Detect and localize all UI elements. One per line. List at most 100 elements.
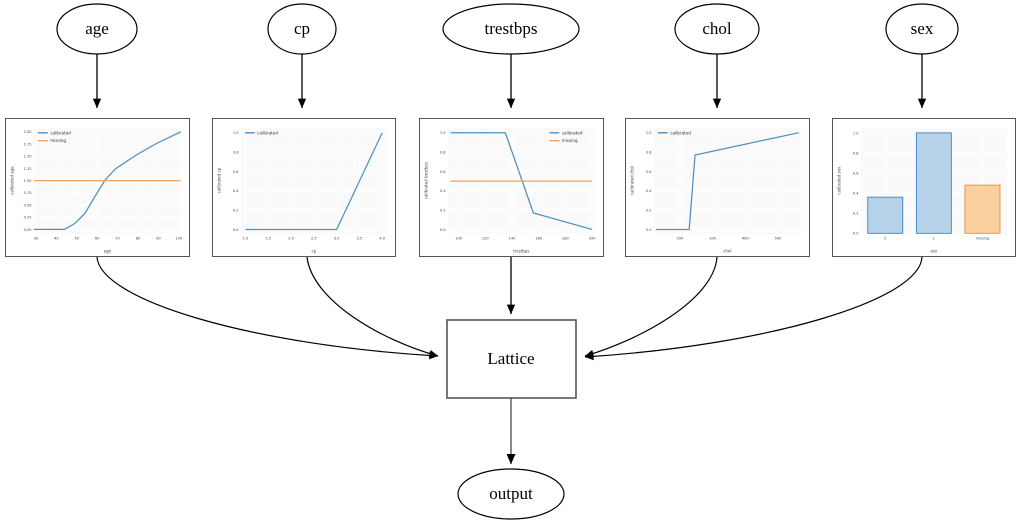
svg-text:calibrated: calibrated xyxy=(562,130,583,135)
svg-text:180: 180 xyxy=(562,237,569,241)
plot-cp-canvas: 0.0 0.2 0.4 0.6 0.8 1.0 1.0 1.5 2.0 2.5 3.0 3.5 4.0 c… xyxy=(217,127,387,254)
svg-text:40: 40 xyxy=(54,237,59,241)
svg-text:calibrated age: calibrated age xyxy=(10,166,15,195)
svg-text:0.0: 0.0 xyxy=(440,228,446,232)
svg-text:cp: cp xyxy=(312,249,317,254)
svg-text:1.0: 1.0 xyxy=(646,131,652,135)
svg-text:0.0: 0.0 xyxy=(233,228,239,232)
svg-text:0.4: 0.4 xyxy=(233,189,239,193)
node-lattice[interactable]: Lattice xyxy=(446,319,577,399)
svg-text:calibrated trestbps: calibrated trestbps xyxy=(424,162,429,199)
svg-text:0.8: 0.8 xyxy=(646,150,652,154)
node-age-label: age xyxy=(85,19,109,38)
svg-text:calibrated: calibrated xyxy=(257,130,278,135)
svg-text:missing: missing xyxy=(562,138,578,143)
svg-text:calibrated cp: calibrated cp xyxy=(217,167,222,193)
plot-trestbps-canvas: 0.0 0.2 0.4 0.6 0.8 1.0 100 120 140 160 180 200 tres… xyxy=(424,127,596,254)
svg-text:1.0: 1.0 xyxy=(233,131,239,135)
svg-text:0.6: 0.6 xyxy=(233,170,239,174)
svg-text:0.8: 0.8 xyxy=(853,151,859,155)
plot-chol[interactable]: 0.0 0.2 0.4 0.6 0.8 1.0 200 300 400 500 chol calibr… xyxy=(625,118,810,257)
arrow-chol-plot-to-lattice xyxy=(584,256,718,358)
svg-text:0.4: 0.4 xyxy=(440,189,446,193)
svg-text:0.2: 0.2 xyxy=(646,208,652,212)
arrow-sex-plot-to-lattice xyxy=(584,256,923,361)
svg-text:160: 160 xyxy=(535,237,542,241)
svg-text:90: 90 xyxy=(156,237,161,241)
svg-text:3.5: 3.5 xyxy=(357,237,363,241)
svg-text:0.2: 0.2 xyxy=(233,208,239,212)
svg-text:0.50: 0.50 xyxy=(24,203,33,207)
svg-text:70: 70 xyxy=(115,237,120,241)
svg-text:0.00: 0.00 xyxy=(24,228,33,232)
svg-text:1: 1 xyxy=(933,237,935,241)
node-chol[interactable]: chol xyxy=(674,3,760,55)
node-output-label: output xyxy=(489,484,533,503)
svg-text:trestbps: trestbps xyxy=(513,249,529,254)
svg-text:0.0: 0.0 xyxy=(853,232,859,236)
svg-text:0.8: 0.8 xyxy=(233,150,239,154)
svg-text:2.00: 2.00 xyxy=(24,130,33,134)
node-cp[interactable]: cp xyxy=(267,3,337,55)
svg-text:1.0: 1.0 xyxy=(853,131,859,135)
node-trestbps[interactable]: trestbps xyxy=(442,3,580,55)
svg-text:calibrated sex: calibrated sex xyxy=(837,166,842,194)
svg-text:100: 100 xyxy=(175,237,182,241)
node-chol-label: chol xyxy=(702,19,732,38)
svg-text:chol: chol xyxy=(723,249,731,254)
svg-text:0.2: 0.2 xyxy=(853,212,859,216)
svg-text:0.0: 0.0 xyxy=(646,228,652,232)
svg-text:1.25: 1.25 xyxy=(24,167,32,171)
svg-text:missing: missing xyxy=(976,237,990,241)
svg-text:50: 50 xyxy=(75,237,80,241)
svg-text:120: 120 xyxy=(482,237,489,241)
arrow-age-plot-to-lattice xyxy=(96,256,439,360)
svg-text:500: 500 xyxy=(775,237,782,241)
svg-text:0.4: 0.4 xyxy=(853,192,859,196)
svg-text:0.4: 0.4 xyxy=(646,189,652,193)
plot-cp[interactable]: 0.0 0.2 0.4 0.6 0.8 1.0 1.0 1.5 2.0 2.5 3.0 3.5 4.0 c… xyxy=(212,118,396,257)
node-sex[interactable]: sex xyxy=(885,3,959,55)
svg-text:200: 200 xyxy=(589,237,596,241)
plot-chol-canvas: 0.0 0.2 0.4 0.6 0.8 1.0 200 300 400 500 chol calibr… xyxy=(630,127,801,254)
svg-text:140: 140 xyxy=(509,237,516,241)
svg-text:300: 300 xyxy=(709,237,716,241)
svg-text:4.0: 4.0 xyxy=(379,237,385,241)
svg-text:age: age xyxy=(104,249,112,254)
plot-trestbps[interactable]: 0.0 0.2 0.4 0.6 0.8 1.0 100 120 140 160 180 200 tres… xyxy=(419,118,604,257)
node-age[interactable]: age xyxy=(56,3,138,55)
node-output[interactable]: output xyxy=(457,468,565,520)
svg-text:sex: sex xyxy=(930,249,937,254)
svg-text:3.0: 3.0 xyxy=(334,237,340,241)
svg-text:1.5: 1.5 xyxy=(265,237,271,241)
svg-text:0.2: 0.2 xyxy=(440,208,446,212)
svg-text:0.8: 0.8 xyxy=(440,150,446,154)
svg-text:30: 30 xyxy=(34,237,39,241)
svg-text:2.0: 2.0 xyxy=(288,237,294,241)
svg-text:200: 200 xyxy=(677,237,684,241)
svg-text:calibrated chol: calibrated chol xyxy=(630,166,635,195)
svg-text:0.75: 0.75 xyxy=(24,191,32,195)
svg-text:1.0: 1.0 xyxy=(440,131,446,135)
arrow-cp-plot-to-lattice xyxy=(306,256,439,358)
node-trestbps-label: trestbps xyxy=(485,19,538,38)
svg-text:2.5: 2.5 xyxy=(311,237,317,241)
svg-text:missing: missing xyxy=(50,138,66,143)
svg-text:1.75: 1.75 xyxy=(24,142,32,146)
svg-text:0.6: 0.6 xyxy=(853,171,859,175)
svg-text:calibrated: calibrated xyxy=(50,130,71,135)
svg-text:0.6: 0.6 xyxy=(646,170,652,174)
node-sex-label: sex xyxy=(911,19,934,38)
svg-text:100: 100 xyxy=(455,237,462,241)
node-lattice-label: Lattice xyxy=(487,349,534,368)
svg-text:400: 400 xyxy=(742,237,749,241)
svg-text:1.0: 1.0 xyxy=(243,237,249,241)
svg-text:1.50: 1.50 xyxy=(24,155,33,159)
svg-text:0.6: 0.6 xyxy=(440,170,446,174)
